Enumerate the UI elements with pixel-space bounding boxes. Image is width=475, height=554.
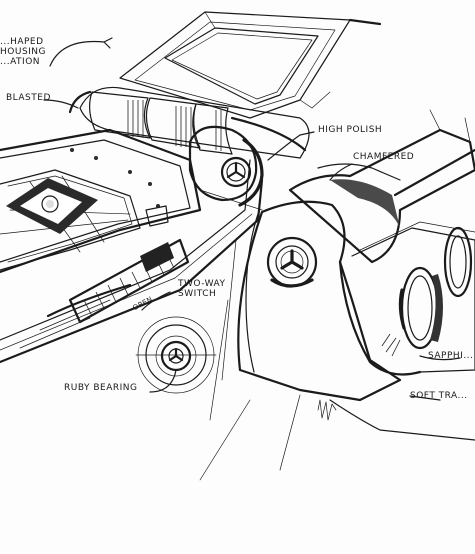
- ruby-bearing-detail: [135, 316, 217, 394]
- hinge-end-cap: [188, 125, 264, 207]
- two-way-switch: [19, 238, 190, 349]
- label-soft-trans: SOFT TRA...: [410, 391, 468, 401]
- label-ruby-bearing: RUBY BEARING: [64, 383, 138, 393]
- label-chamfered: CHAMFERED: [353, 152, 415, 162]
- label-sapphire: SAPPHI...: [428, 351, 474, 361]
- label-shaped-housing: ...HAPED HOUSING ...ATION: [0, 37, 47, 67]
- closeup-screw: [266, 236, 318, 288]
- label-blasted: BLASTED: [6, 93, 51, 103]
- device-body: [0, 128, 264, 364]
- hinge-barrel: [68, 86, 310, 159]
- label-two-way-switch: TWO-WAY SWITCH: [178, 279, 226, 299]
- sketch-squiggle: [317, 399, 337, 421]
- label-high-polish: HIGH POLISH: [318, 125, 383, 135]
- closeup-hinge: [288, 109, 475, 264]
- lid-panel: [119, 11, 382, 119]
- sapphire-window: [381, 226, 473, 357]
- annotation-leaders: [43, 37, 461, 401]
